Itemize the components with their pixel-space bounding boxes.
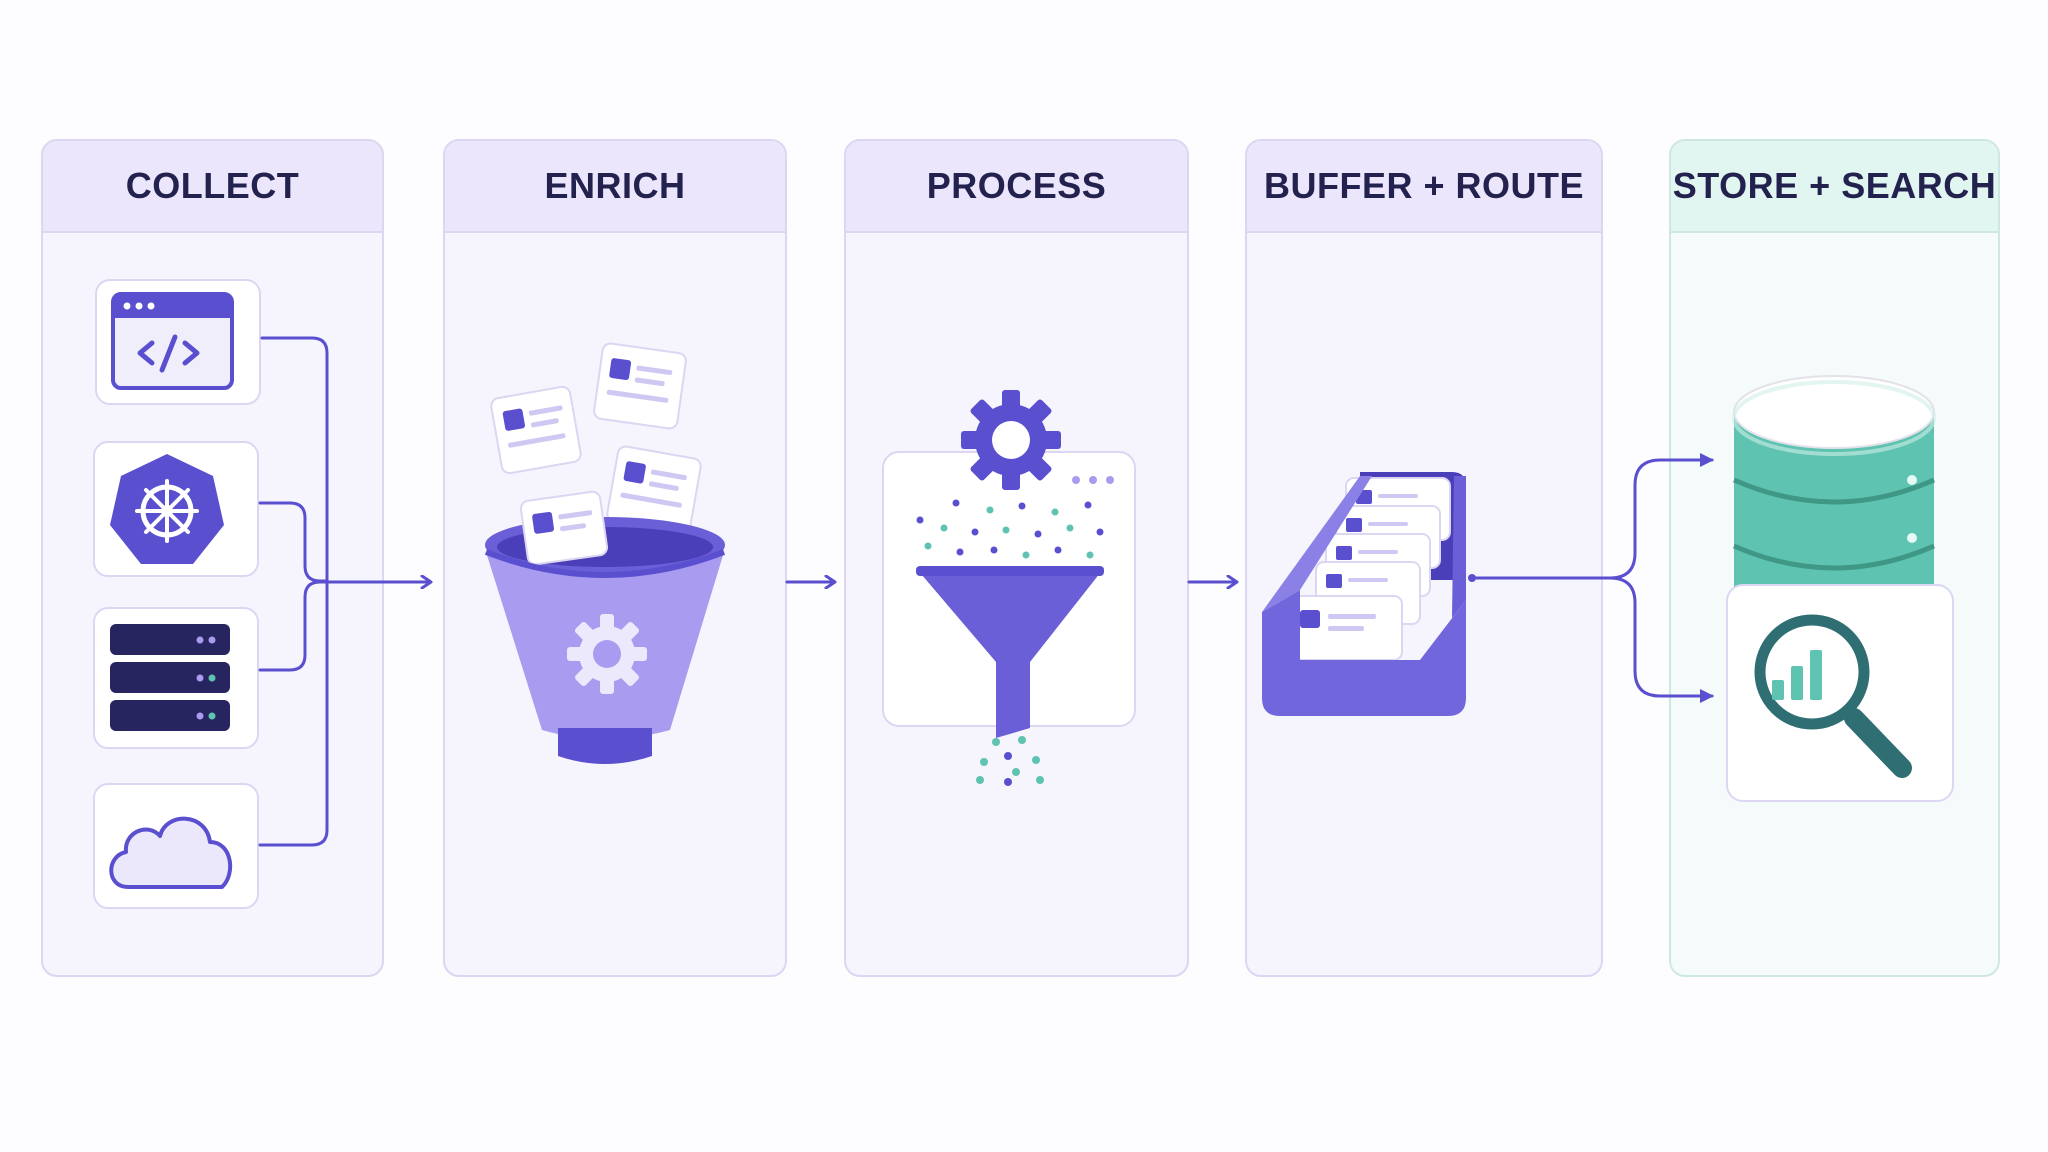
source-card-server xyxy=(93,607,259,749)
stage-buffer-route-title: BUFFER + ROUTE xyxy=(1263,165,1584,206)
stage-collect-title: COLLECT xyxy=(125,165,300,206)
document-icon xyxy=(606,445,702,535)
source-card-browser xyxy=(95,279,261,405)
process-filter-illustration xyxy=(882,390,1136,786)
server-rack-icon xyxy=(110,624,230,731)
browser-code-icon xyxy=(111,292,234,390)
search-analytics-card xyxy=(1726,584,1954,802)
stage-buffer-route-header: BUFFER + ROUTE xyxy=(1247,141,1601,233)
stage-store-search: STORE + SEARCH xyxy=(1669,139,2000,977)
source-card-cloud xyxy=(93,783,259,909)
route-connectors xyxy=(1468,453,1714,703)
stage-store-search-header: STORE + SEARCH xyxy=(1671,141,1998,233)
buffer-queue-illustration xyxy=(1262,472,1466,716)
cloud-icon xyxy=(109,816,232,889)
kubernetes-icon xyxy=(110,454,224,564)
stage-store-search-title: STORE + SEARCH xyxy=(1672,165,1997,206)
magnifier-chart-icon xyxy=(1754,614,1912,778)
gear-icon xyxy=(567,614,647,694)
output-particles xyxy=(976,736,1044,786)
document-icon xyxy=(519,490,609,566)
stage-enrich-title: ENRICH xyxy=(544,165,686,206)
document-icon xyxy=(490,385,582,475)
source-connectors xyxy=(258,336,430,847)
stage-process-title: PROCESS xyxy=(926,165,1107,206)
queued-message-card xyxy=(1289,595,1403,661)
document-icon xyxy=(593,342,687,430)
enrich-funnel-illustration xyxy=(484,342,726,764)
stage-collect-header: COLLECT xyxy=(43,141,382,233)
source-card-kubernetes xyxy=(93,441,259,577)
stage-process-header: PROCESS xyxy=(846,141,1187,233)
stage-enrich-header: ENRICH xyxy=(445,141,785,233)
data-particles xyxy=(916,499,1104,559)
gear-icon xyxy=(961,390,1061,490)
